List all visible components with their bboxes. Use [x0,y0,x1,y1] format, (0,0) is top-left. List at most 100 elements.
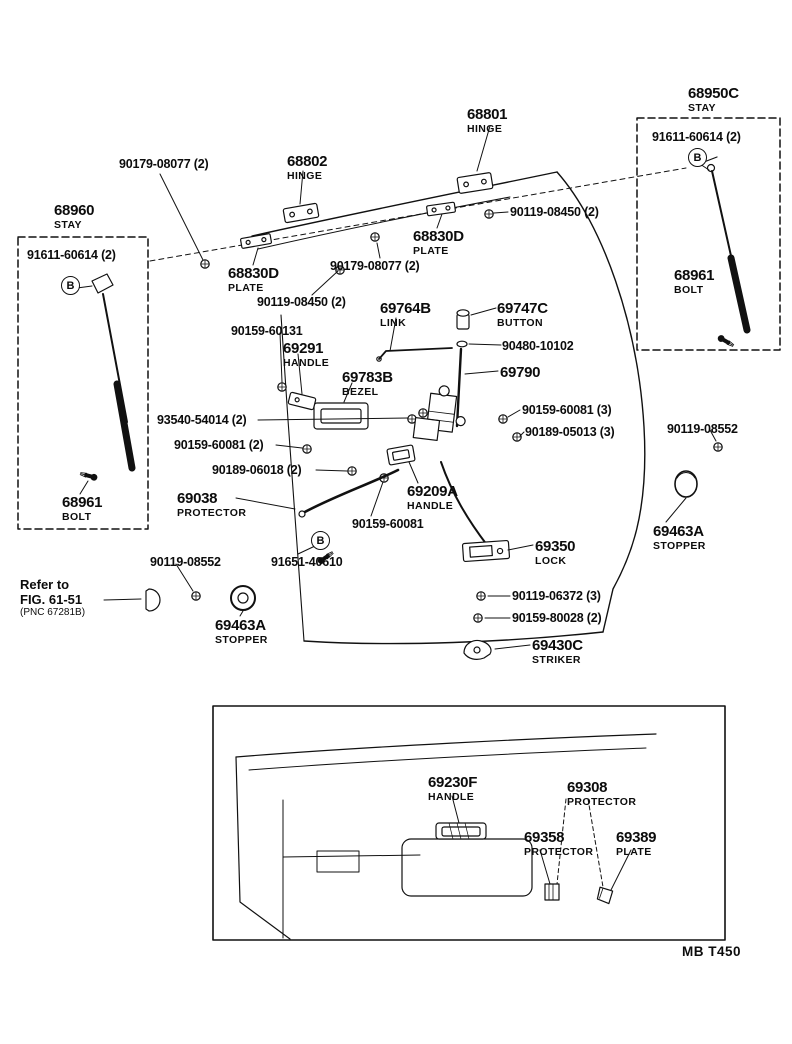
part-code: 68830D [228,265,279,282]
refer-line2: FIG. 61-51 [20,591,83,607]
part-code: 90159-80028 (2) [512,611,602,625]
part-code: 69038 [177,490,218,507]
part-code: 90119-08450 (2) [257,295,346,309]
part-code: 69358 [524,829,565,846]
part-code: 68802 [287,153,328,170]
part-code: 69430C [532,637,583,654]
part-name: BUTTON [497,316,543,329]
part-name: BOLT [62,510,92,523]
part-label-90119-08450-right: 90119-08450 (2) [510,205,599,219]
part-code: 90189-06018 (2) [212,463,302,477]
part-label-90179-left: 90179-08077 (2) [119,157,209,171]
part-code: 93540-54014 (2) [157,413,247,427]
part-name: HANDLE [407,499,454,512]
figure-reference-note: Refer to FIG. 61-51 (PNC 67281B) [20,577,86,619]
part-code: 69308 [567,779,608,796]
part-name: PLATE [228,281,264,294]
part-code: 69463A [653,523,704,540]
part-code: 69209A [407,483,458,500]
part-name: BOLT [674,283,704,296]
part-label-90189-05013: 90189-05013 (3) [525,425,615,439]
refer-pnc: (PNC 67281B) [20,607,86,619]
part-code: 91651-40610 [271,555,343,569]
part-name: STOPPER [653,539,706,552]
part-code: 69230F [428,774,478,791]
part-code: 68961 [62,494,103,511]
part-label-90119-08552-left: 90119-08552 [150,555,221,569]
part-label-90159-60131: 90159-60131 [231,324,303,338]
part-code: 90159-60081 (3) [522,403,612,417]
part-code: 90189-05013 (3) [525,425,615,439]
part-label-90119-08552-right: 90119-08552 [667,422,738,436]
part-name: PROTECTOR [524,845,594,858]
part-name: BEZEL [342,385,379,398]
refer-line1: Refer to [20,577,70,592]
part-name: HINGE [467,122,503,135]
part-code: 68961 [674,267,715,284]
callout-b-marker-right: B [688,148,707,167]
part-code: 69350 [535,538,576,555]
part-label-91651: 91651-40610 [271,555,343,569]
part-code: 68801 [467,106,508,123]
part-code: 90119-08552 [667,422,738,436]
part-name: HANDLE [283,356,330,369]
part-code: 90480-10102 [502,339,574,353]
part-code: 90119-08450 (2) [510,205,599,219]
part-code: 90159-60081 [352,517,424,531]
part-label-69790: 69790 [500,365,541,381]
callout-b-marker-center: B [311,531,330,550]
part-code: 90159-60081 (2) [174,438,264,452]
part-label-90119-08450-left: 90119-08450 (2) [257,295,346,309]
part-name: STOPPER [215,633,268,646]
part-code: 91611-60614 (2) [27,248,116,262]
part-code: 90119-08552 [150,555,221,569]
part-label-90179-mid: 90179-08077 (2) [330,259,420,273]
part-code: 69747C [497,300,548,317]
part-label-90480: 90480-10102 [502,339,574,353]
part-name: LINK [380,316,407,329]
part-code: 90119-06372 (3) [512,589,601,603]
part-code: 90159-60131 [231,324,303,338]
part-name: PLATE [413,244,449,257]
part-name: STAY [688,101,716,114]
part-code: 91611-60614 (2) [652,130,741,144]
part-code: 68830D [413,228,464,245]
part-label-90159-60081-x3: 90159-60081 (3) [522,403,612,417]
figure-code: MB T450 [682,944,742,959]
part-label-90189-06018: 90189-06018 (2) [212,463,302,477]
part-code: 69764B [380,300,431,317]
part-code: 69463A [215,617,266,634]
part-code: 90179-08077 (2) [119,157,209,171]
part-code: 69783B [342,369,393,386]
part-label-90159-60081-x2: 90159-60081 (2) [174,438,264,452]
part-label-91611-right: 91611-60614 (2) [652,130,741,144]
part-code: 68950C [688,85,739,102]
part-name: STAY [54,218,82,231]
part-name: HANDLE [428,790,475,803]
part-name: PLATE [616,845,652,858]
part-code: 68960 [54,202,95,219]
callout-b-marker-left: B [61,276,80,295]
